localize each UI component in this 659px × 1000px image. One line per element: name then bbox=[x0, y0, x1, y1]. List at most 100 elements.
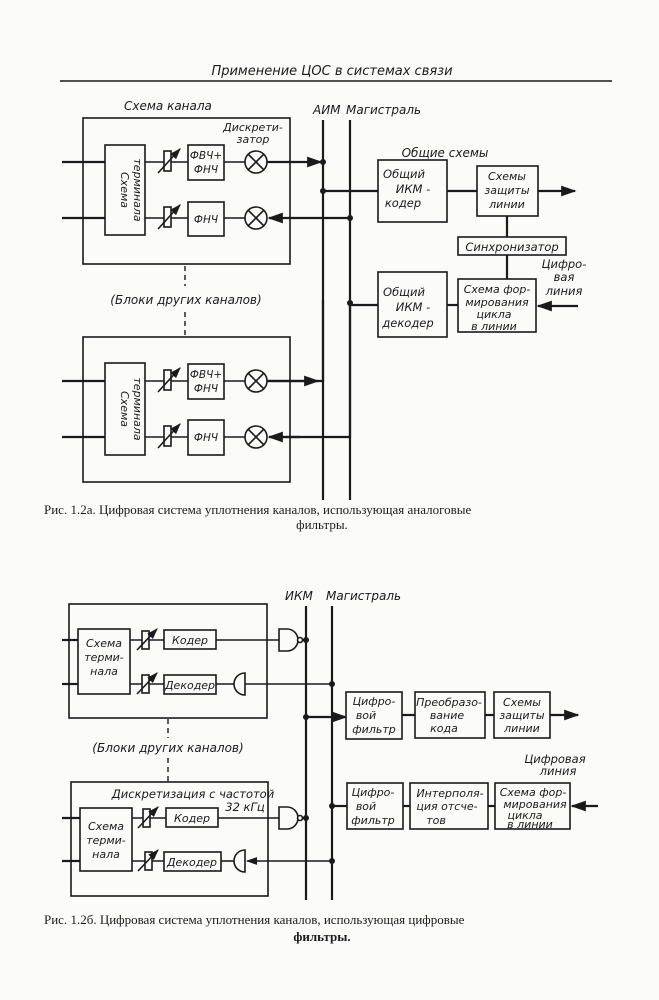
terminal-block bbox=[104, 144, 146, 236]
sampling-label-2: 32 кГц bbox=[225, 800, 265, 814]
frame-formation-label-2: мирования bbox=[503, 798, 567, 811]
bus-main-label: Магистраль bbox=[346, 103, 421, 117]
nand-gate-icon bbox=[278, 806, 299, 830]
terminal-block bbox=[79, 807, 133, 872]
filter-hpf-lpf bbox=[187, 144, 225, 181]
terminal-label: Схема bbox=[86, 637, 122, 650]
common-pcm-decoder-label: Общий bbox=[383, 285, 425, 299]
common-pcm-decoder-label-3: декодер bbox=[381, 316, 433, 330]
digital-channel-block-2: Дискретизация с частотой 32 кГц Схема те… bbox=[62, 781, 335, 897]
frame-formation-block bbox=[494, 782, 571, 830]
frame-formation-block bbox=[457, 278, 537, 333]
decoder-label: Декодер bbox=[164, 679, 215, 692]
filter-lpf bbox=[187, 201, 225, 237]
common-pcm-decoder bbox=[377, 271, 448, 338]
sampler-switch-icon bbox=[244, 206, 268, 230]
line-protection-label-3: линии bbox=[488, 198, 525, 211]
common-pcm-coder-label-3: кодер bbox=[385, 196, 421, 210]
variable-attenuator-icon bbox=[163, 425, 172, 447]
frame-formation-label-4: в линии bbox=[507, 818, 553, 831]
terminal-label: Схема bbox=[118, 391, 131, 427]
terminal-label: Схема bbox=[118, 172, 131, 208]
digital-filter-label-2: вой bbox=[356, 709, 376, 722]
terminal-label: Схема bbox=[88, 820, 124, 833]
figure-b: ИКМ Магистраль Схема терми- нала Кодер bbox=[44, 589, 598, 944]
common-pcm-coder-label: Общий bbox=[383, 167, 425, 181]
sample-interpolation-label-2: ция отсче- bbox=[416, 800, 477, 813]
common-schemes-label: Общие схемы bbox=[402, 146, 489, 160]
bus-main-label: Магистраль bbox=[326, 589, 401, 603]
digital-line-label-3: линия bbox=[545, 284, 583, 298]
frame-formation-label-2: мирования bbox=[465, 296, 529, 309]
sampling-label: Дискретизация с частотой bbox=[111, 787, 275, 801]
frame-formation-label: Схема фор- bbox=[464, 283, 531, 296]
digital-line-label-2: линия bbox=[539, 764, 577, 778]
frame-formation-label-3: цикла bbox=[507, 809, 542, 822]
digital-filter-label-2: вой bbox=[356, 800, 376, 813]
digital-filter-tx bbox=[345, 691, 403, 740]
channel-block-1: Дискрети- затор Схема терминала ФВЧ+ ФНЧ bbox=[62, 117, 353, 265]
filter-lpf-label: ФНЧ bbox=[194, 432, 218, 444]
terminal-label-3: нала bbox=[92, 848, 120, 861]
code-conversion-label-2: вание bbox=[430, 709, 465, 722]
channel-block-2: Схема терминала ФВЧ+ ФНЧ ФНЧ bbox=[62, 300, 353, 483]
line-protection-label: Схемы bbox=[488, 170, 526, 183]
terminal-label-3: нала bbox=[90, 665, 118, 678]
terminal-label-2: терми- bbox=[84, 651, 124, 664]
gate-icon bbox=[233, 849, 246, 873]
sample-interpolation-label: Интерполя- bbox=[416, 787, 483, 800]
terminal-label-2: терминала bbox=[131, 158, 144, 222]
variable-attenuator-icon bbox=[163, 369, 172, 391]
gate-icon bbox=[233, 672, 246, 696]
filter-hpf-lpf-label: ФВЧ+ bbox=[190, 369, 222, 381]
filter-hpf-lpf-label-2: ФНЧ bbox=[194, 164, 218, 176]
digital-line-label-2: вая bbox=[554, 270, 575, 284]
sample-interpolation-label-3: тов bbox=[426, 814, 446, 827]
digital-filter-label: Цифро- bbox=[353, 695, 396, 708]
figure-a-caption: Рис. 1.2а. Цифровая система уплотнения к… bbox=[44, 502, 471, 517]
digital-line-label: Цифро- bbox=[542, 257, 587, 271]
coder-label: Кодер bbox=[174, 812, 210, 825]
decoder-label: Декодер bbox=[166, 856, 217, 869]
line-protection-label-3: линии bbox=[503, 722, 540, 735]
common-pcm-coder-label-2: ИКМ - bbox=[396, 182, 431, 196]
figure-a-caption-2: фильтры. bbox=[296, 517, 348, 532]
common-pcm-coder bbox=[377, 159, 448, 223]
sampler-switch-icon bbox=[244, 369, 268, 393]
variable-attenuator-icon bbox=[163, 150, 172, 172]
line-protection-block bbox=[476, 165, 539, 217]
digital-channel-block-1: Схема терми- нала Кодер Декодер bbox=[62, 603, 335, 719]
other-channels-label: (Блоки других каналов) bbox=[110, 293, 261, 307]
coder-label: Кодер bbox=[172, 634, 208, 647]
figure-a: Схема канала АИМ Магистраль Дискрети- за… bbox=[44, 99, 586, 532]
synchronizer-block bbox=[457, 236, 567, 256]
variable-attenuator-icon bbox=[163, 206, 172, 228]
digital-filter-label-3: фильтр bbox=[351, 814, 394, 827]
figure-b-caption: Рис. 1.2б. Цифровая система уплотнения к… bbox=[44, 912, 465, 927]
line-protection-label: Схемы bbox=[503, 696, 541, 709]
running-header: Применение ЦОС в системах связи bbox=[211, 64, 452, 79]
terminal-label-2: терминала bbox=[131, 377, 144, 441]
digital-line-label: Цифровая bbox=[524, 752, 585, 766]
code-conversion-label: Преобразо- bbox=[416, 696, 482, 709]
terminal-label-2: терми- bbox=[86, 834, 126, 847]
line-protection-label-2: защиты bbox=[484, 184, 530, 197]
channel-scheme-label: Схема канала bbox=[124, 99, 212, 113]
filter-hpf-lpf-label-2: ФНЧ bbox=[194, 383, 218, 395]
sampler-label-2: затор bbox=[237, 133, 270, 146]
line-protection-label-2: защиты bbox=[499, 709, 545, 722]
sample-interpolation-block bbox=[409, 782, 489, 830]
frame-formation-label-3: цикла bbox=[476, 308, 511, 321]
nand-gate-icon bbox=[278, 628, 299, 652]
sampler-switch-icon bbox=[244, 425, 268, 449]
digital-filter-label: Цифро- bbox=[352, 786, 395, 799]
filter-hpf-lpf-label: ФВЧ+ bbox=[190, 150, 222, 162]
digital-filter-rx bbox=[346, 782, 404, 830]
frame-formation-label-4: в линии bbox=[471, 320, 517, 333]
sampler-label: Дискрети- bbox=[222, 121, 283, 134]
bus-aim-label: АИМ bbox=[312, 103, 341, 117]
line-protection-block bbox=[493, 691, 551, 739]
figure-b-caption-2: фильтры. bbox=[293, 929, 350, 944]
digital-filter-label-3: фильтр bbox=[352, 723, 395, 736]
